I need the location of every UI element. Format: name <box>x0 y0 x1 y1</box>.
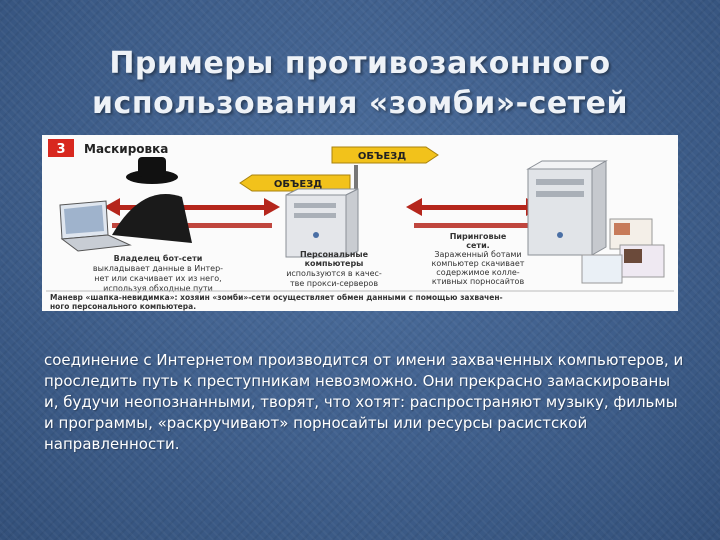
owner-caption-line: используя обходные пути <box>103 284 213 293</box>
slide-title-line2: использования «зомби»-сетей <box>40 84 680 124</box>
p2p-caption-line: Пиринговые <box>450 232 507 241</box>
p2p-caption-line: Зараженный ботами <box>434 250 521 259</box>
hacker-silhouette-icon <box>112 157 192 243</box>
pc-caption-line: Персональные <box>300 250 369 259</box>
p2p-caption: Пиринговые сети. Зараженный ботами компь… <box>432 232 525 286</box>
detour-sign-left-label: ОБЪЕЗД <box>274 179 322 190</box>
slide-title-line1: Примеры противозаконного <box>40 44 680 84</box>
p2p-caption-line: ктивных порносайтов <box>432 277 525 286</box>
section-heading: Маскировка <box>84 142 168 156</box>
pc-caption-line: компьютеры <box>305 259 364 268</box>
illustration-svg: 3 Маскировка ОБЪЕЗД ОБЪЕЗД <box>42 135 678 311</box>
footer-line: ного персонального компьютера. <box>50 302 196 311</box>
owner-caption: Владелец бот-сети выкладывает данные в И… <box>93 253 223 293</box>
pc-caption-line: используются в качес- <box>286 269 382 278</box>
owner-caption-line: нет или скачивает их из него, <box>94 274 221 283</box>
p2p-caption-line: компьютер скачивает <box>432 259 525 268</box>
owner-caption-line: Владелец бот-сети <box>114 253 203 263</box>
proxy-computer-icon <box>286 189 358 257</box>
masking-illustration: 3 Маскировка ОБЪЕЗД ОБЪЕЗД <box>42 135 678 311</box>
section-number: 3 <box>56 142 65 157</box>
pc-caption: Персональные компьютеры используются в к… <box>286 250 382 288</box>
p2p-server-icon <box>528 161 606 255</box>
slide-body-text: соединение с Интернетом производится от … <box>44 350 684 455</box>
p2p-caption-line: содержимое колле- <box>436 268 520 277</box>
pc-caption-line: тве прокси-серверов <box>290 279 378 288</box>
footer-line: Маневр «шапка-невидимка»: хозяин «зомби»… <box>50 293 503 302</box>
owner-caption-line: выкладывает данные в Интер- <box>93 264 223 273</box>
slide-title: Примеры противозаконного использования «… <box>40 44 680 124</box>
detour-sign-right-label: ОБЪЕЗД <box>358 151 406 162</box>
p2p-caption-line: сети. <box>466 241 489 250</box>
